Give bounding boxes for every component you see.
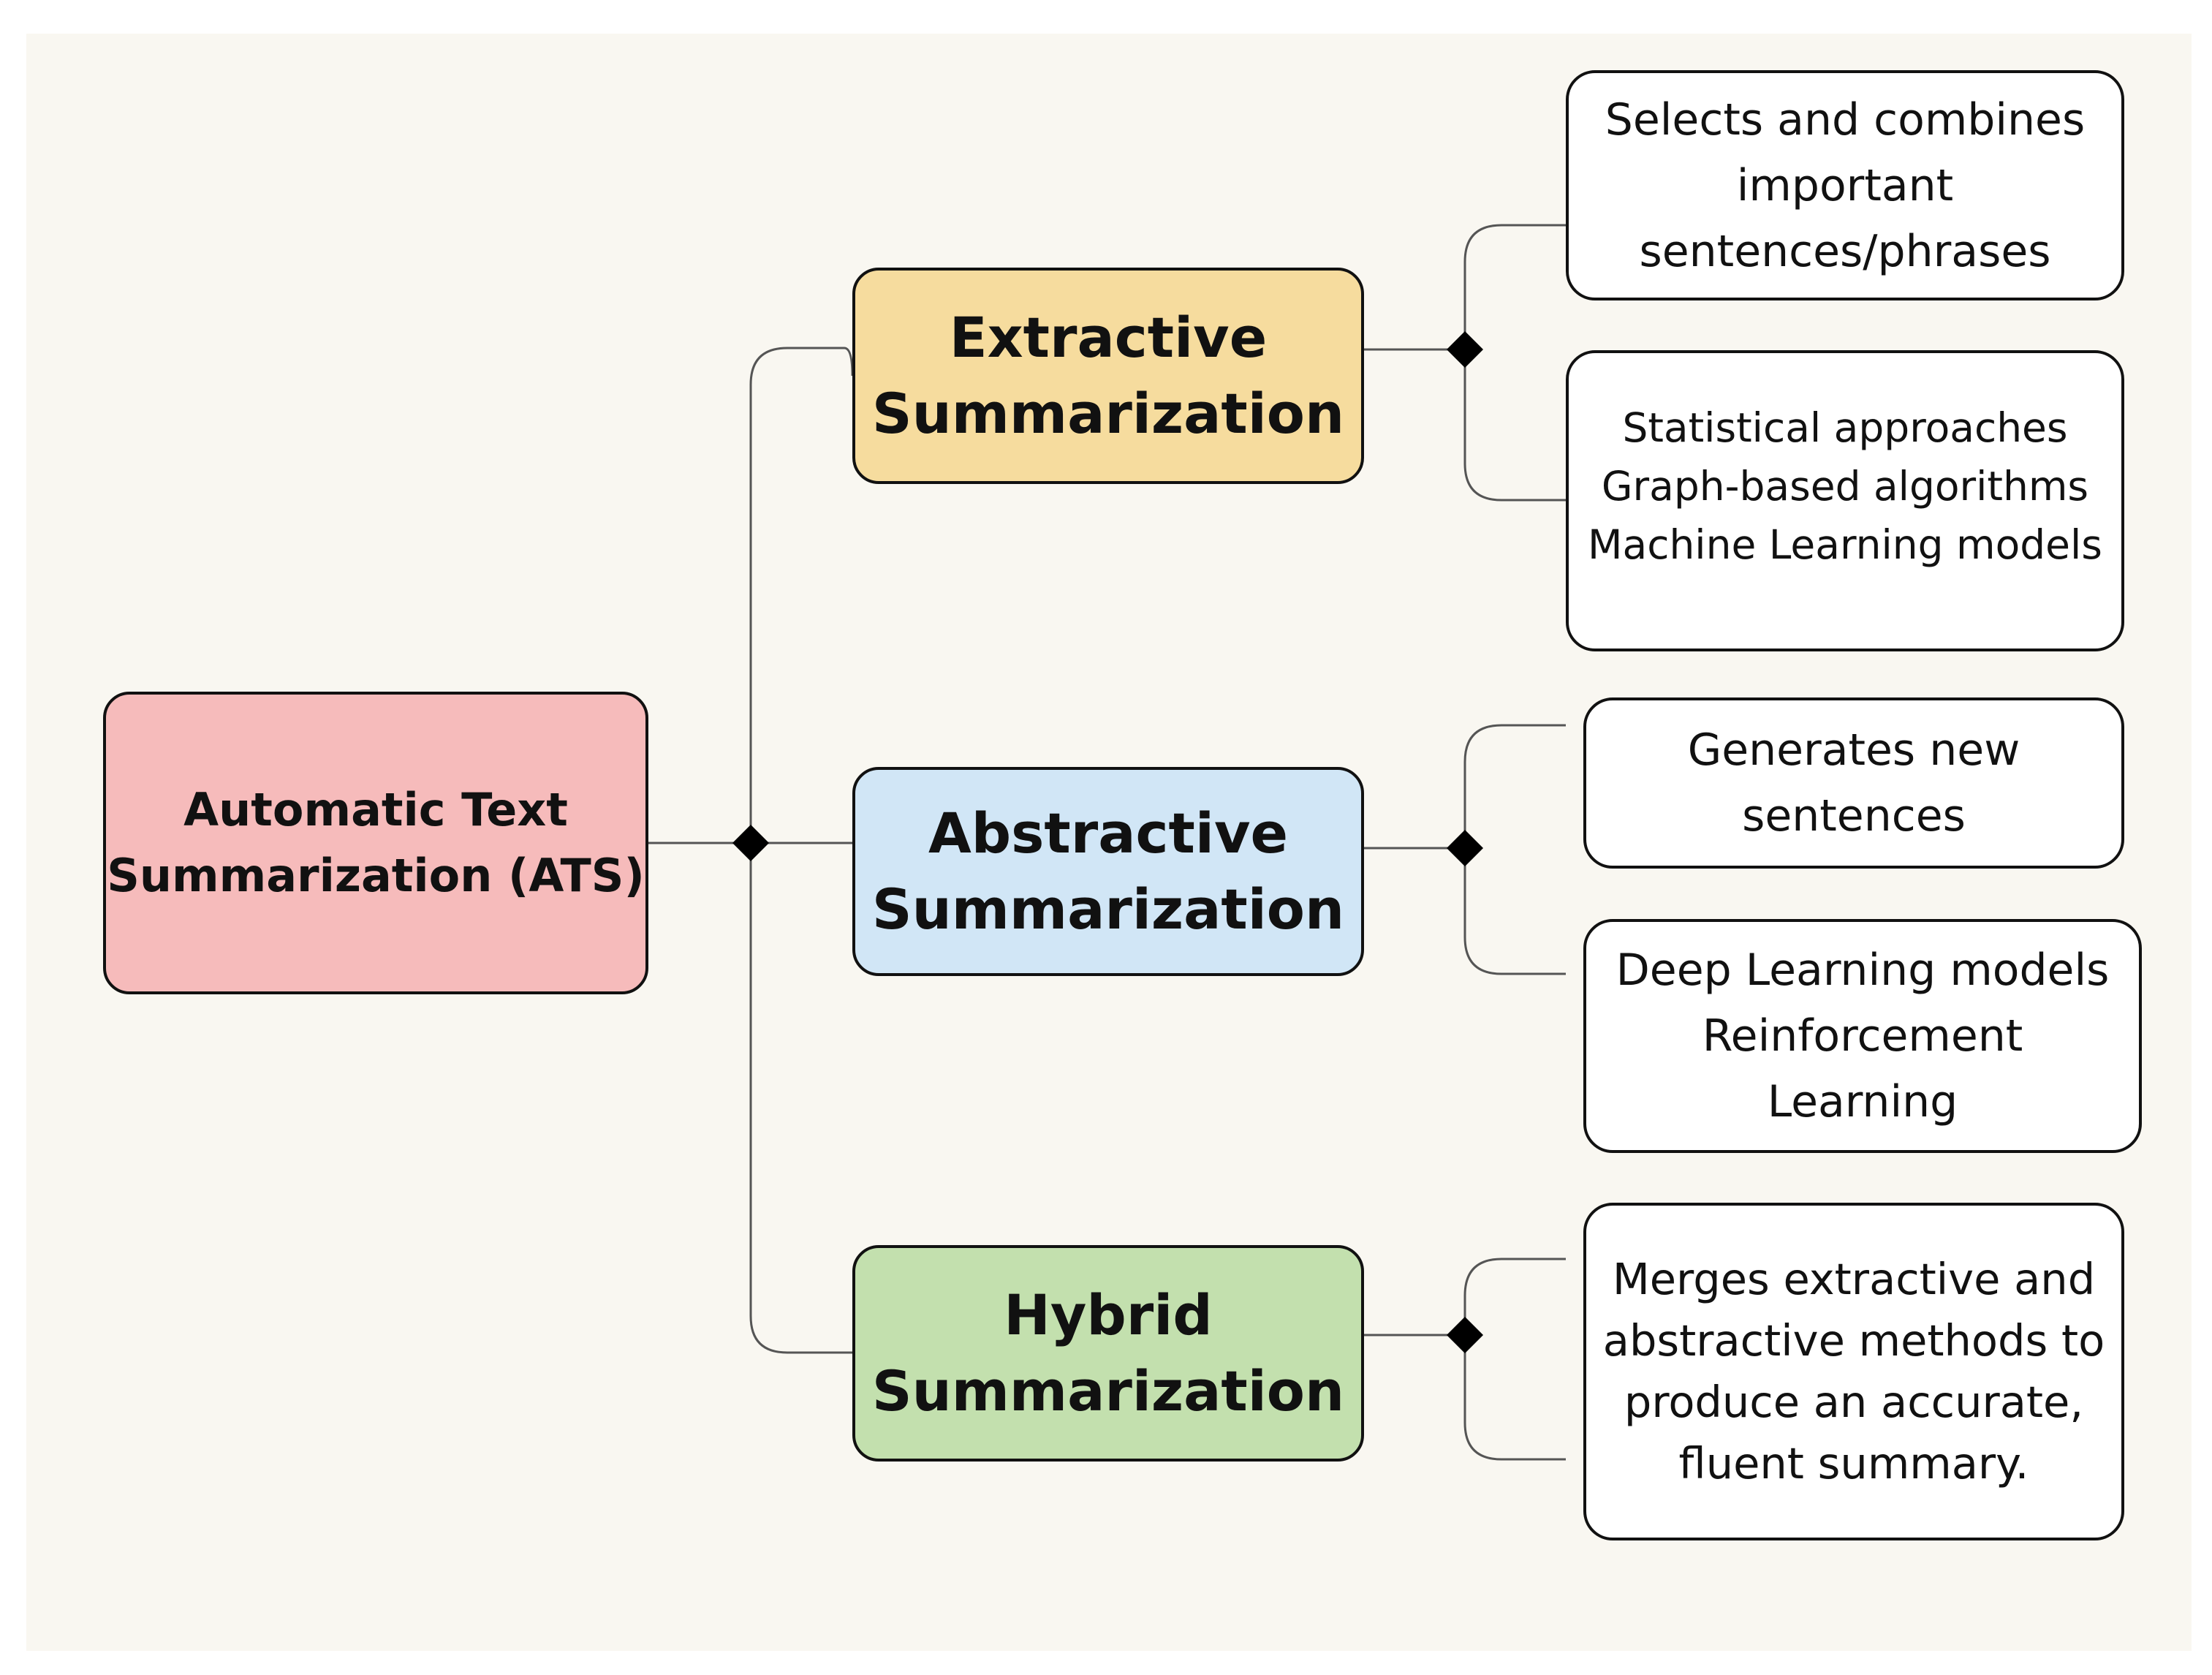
detail-node-abstractive-description: Generates new sentences <box>1583 697 2124 869</box>
category-node-line: Summarization <box>871 877 1345 942</box>
junction-diamond-hybrid <box>1447 1317 1483 1353</box>
connector-hybrid-to-detail-upper <box>1463 1258 1566 1335</box>
detail-node-extractive-description: Selects and combines important sentences… <box>1566 70 2124 300</box>
category-node-extractive: Extractive Summarization <box>852 268 1364 484</box>
category-node-line: Hybrid <box>1004 1282 1213 1347</box>
root-node-ats: Automatic Text Summarization (ATS) <box>103 692 648 994</box>
root-node-line: Summarization (ATS) <box>107 849 645 902</box>
category-node-line: Abstractive <box>928 801 1289 866</box>
junction-diamond-root <box>732 825 769 861</box>
detail-node-line: Deep Learning models <box>1616 945 2110 996</box>
detail-node-line: abstractive methods to <box>1602 1315 2105 1366</box>
detail-node-line: Graph-based algorithms <box>1601 463 2089 510</box>
category-node-hybrid: Hybrid Summarization <box>852 1245 1364 1462</box>
detail-node-line: Merges extractive and <box>1612 1254 2096 1304</box>
detail-node-line: fluent summary. <box>1678 1438 2029 1489</box>
category-node-line: Summarization <box>871 381 1345 446</box>
category-node-line: Summarization <box>871 1358 1345 1423</box>
detail-node-line: sentences <box>1742 790 1966 842</box>
junction-diamond-abstractive <box>1447 830 1483 866</box>
detail-node-line: Machine Learning models <box>1588 521 2102 568</box>
root-node-line: Automatic Text <box>183 783 568 836</box>
connector-abstractive-to-detail-2 <box>1463 848 1566 975</box>
detail-node-line: produce an accurate, <box>1624 1377 2084 1427</box>
detail-node-line: sentences/phrases <box>1639 225 2051 277</box>
category-node-abstractive: Abstractive Summarization <box>852 767 1364 976</box>
detail-node-line: Reinforcement <box>1702 1010 2023 1062</box>
detail-node-line: Selects and combines <box>1605 94 2086 145</box>
detail-node-line: important <box>1736 159 1954 211</box>
detail-node-hybrid-description: Merges extractive and abstractive method… <box>1583 1203 2124 1540</box>
detail-node-line: Generates new <box>1687 725 2020 776</box>
connector-hybrid-to-detail-lower <box>1463 1335 1566 1461</box>
detail-node-extractive-methods: Statistical approaches Graph-based algor… <box>1566 350 2124 651</box>
detail-node-line: Learning <box>1767 1076 1958 1127</box>
detail-node-line: Statistical approaches <box>1622 404 2068 451</box>
connector-extractive-to-detail-1 <box>1463 224 1566 349</box>
connector-abstractive-to-detail-1 <box>1463 724 1566 848</box>
detail-node-abstractive-methods: Deep Learning models Reinforcement Learn… <box>1583 919 2142 1153</box>
connector-junction-to-extractive <box>749 347 854 843</box>
connector-junction-to-hybrid <box>749 843 852 1354</box>
category-node-line: Extractive <box>949 305 1268 370</box>
junction-diamond-extractive <box>1447 331 1483 368</box>
connector-extractive-to-detail-2 <box>1463 349 1566 502</box>
